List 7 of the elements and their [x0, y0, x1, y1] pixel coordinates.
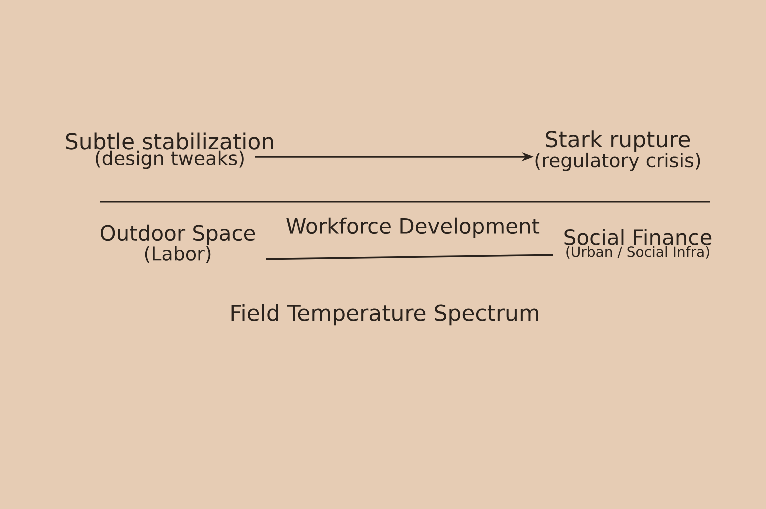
- text-label: Subtle stabilization (design tweaks): [66, 132, 274, 170]
- text-label: Outdoor Space (Labor): [100, 224, 256, 264]
- text-label: Stark rupture (regulatory crisis): [536, 130, 700, 172]
- text-label: Social Finance (Urban / Social Infra): [564, 229, 712, 259]
- text-label: Workforce Development: [286, 218, 540, 238]
- connector-line: [266, 254, 554, 260]
- title: Field Temperature Spectrum: [232, 304, 538, 326]
